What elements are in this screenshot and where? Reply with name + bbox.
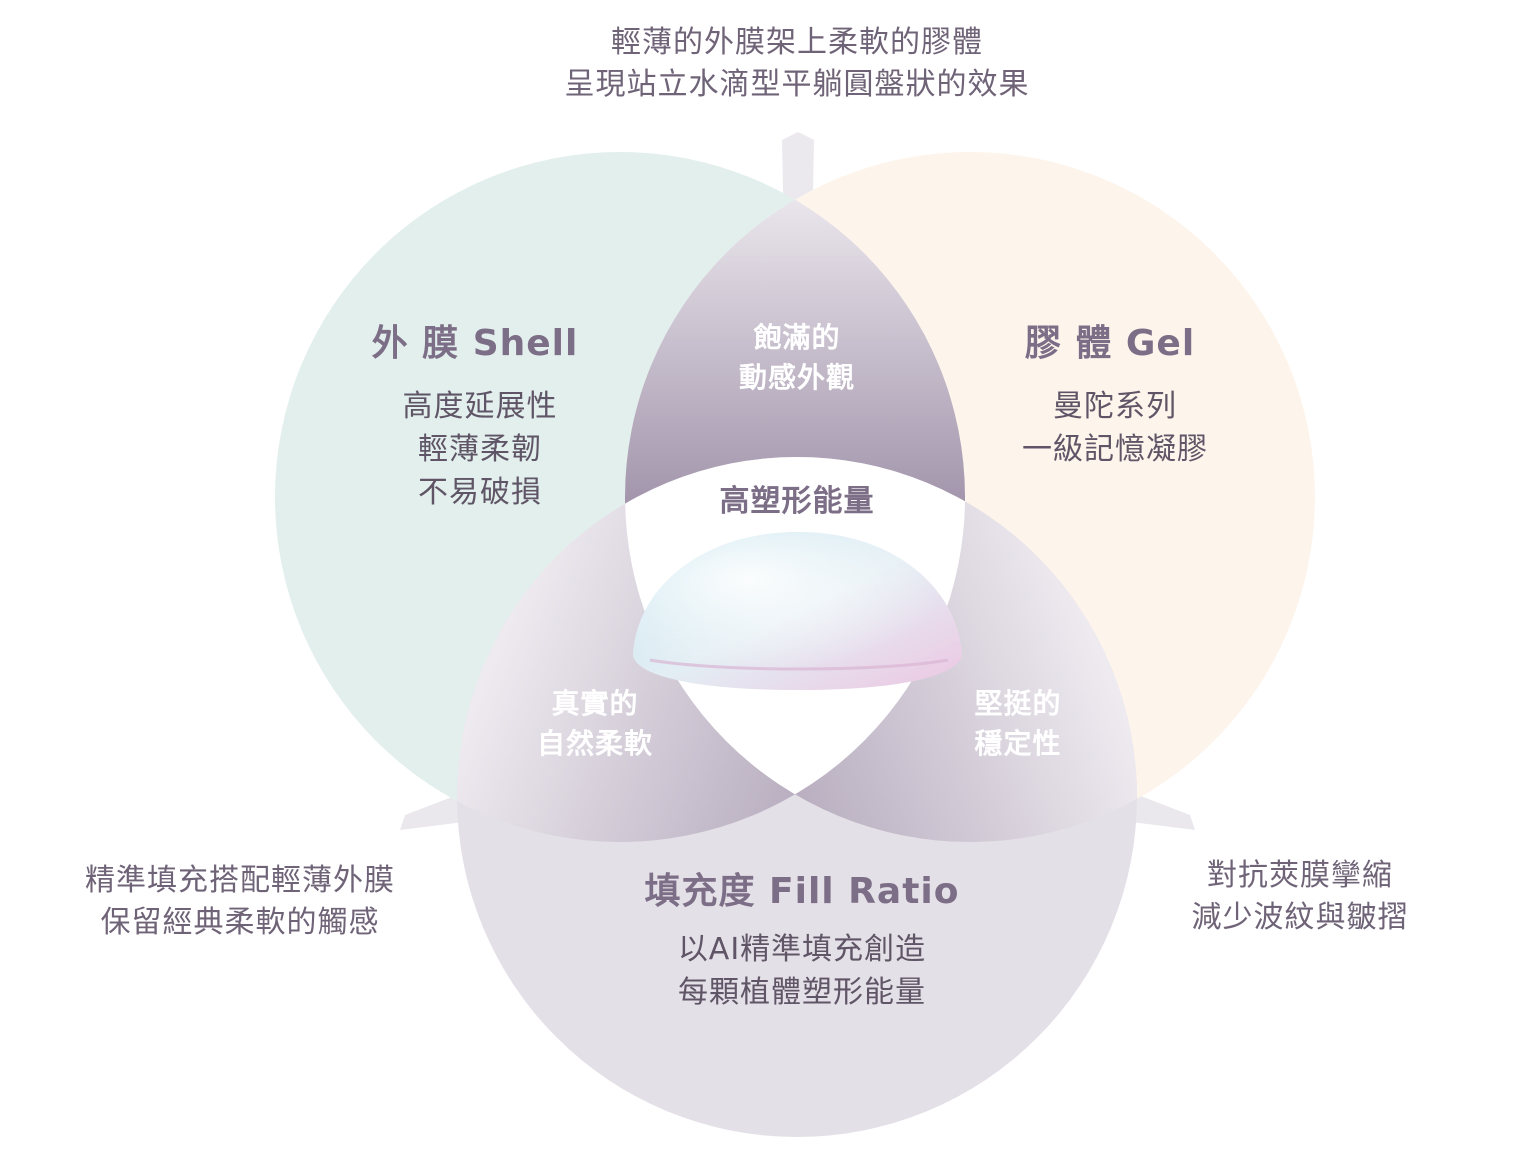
overlap-top-line2: 動感外觀: [738, 361, 855, 394]
shell-line3: 不易破損: [418, 475, 542, 510]
gel-line2: 一級記憶凝膠: [1022, 432, 1208, 467]
gel-description: 曼陀系列 一級記憶凝膠: [990, 385, 1240, 471]
shell-line2: 輕薄柔韌: [418, 432, 542, 467]
right-caption-line2: 減少波紋與皺摺: [1191, 900, 1409, 935]
right-caption-line1: 對抗莢膜攣縮: [1207, 858, 1393, 893]
left-caption-line2: 保留經典柔軟的觸感: [100, 905, 380, 940]
left-caption-line1: 精準填充搭配輕薄外膜: [85, 863, 395, 898]
top-caption: 輕薄的外膜架上柔軟的膠體 呈現站立水滴型平躺圓盤狀的效果: [457, 22, 1137, 106]
shell-description: 高度延展性 輕薄柔韌 不易破損: [360, 385, 600, 514]
right-caption: 對抗莢膜攣縮 減少波紋與皺摺: [1150, 855, 1450, 939]
gel-title: 膠 體 Gel: [1024, 323, 1196, 364]
overlap-left-line1: 真實的: [551, 687, 639, 720]
fill-line2: 每顆植體塑形能量: [678, 975, 926, 1010]
top-caption-line2: 呈現站立水滴型平躺圓盤狀的效果: [564, 67, 1030, 102]
center-label: 高塑形能量: [719, 484, 875, 519]
fill-line1: 以AI精準填充創造: [677, 932, 927, 967]
top-caption-line1: 輕薄的外膜架上柔軟的膠體: [611, 25, 983, 60]
overlap-top-label: 飽滿的 動感外觀: [697, 318, 897, 398]
overlap-right-line1: 堅挺的: [974, 687, 1062, 720]
fill-title: 填充度 Fill Ratio: [644, 871, 960, 912]
shell-line1: 高度延展性: [402, 389, 558, 424]
fill-description: 以AI精準填充創造 每顆植體塑形能量: [622, 928, 982, 1014]
overlap-right-label: 堅挺的 穩定性: [918, 684, 1118, 764]
left-caption: 精準填充搭配輕薄外膜 保留經典柔軟的觸感: [20, 860, 460, 944]
overlap-left-label: 真實的 自然柔軟: [495, 684, 695, 764]
shell-title: 外 膜 Shell: [371, 323, 579, 364]
overlap-right-line2: 穩定性: [974, 727, 1062, 760]
implant-image: [633, 532, 962, 690]
overlap-left-line2: 自然柔軟: [536, 727, 653, 760]
overlap-top-line1: 飽滿的: [753, 321, 841, 354]
gel-line1: 曼陀系列: [1053, 389, 1177, 424]
